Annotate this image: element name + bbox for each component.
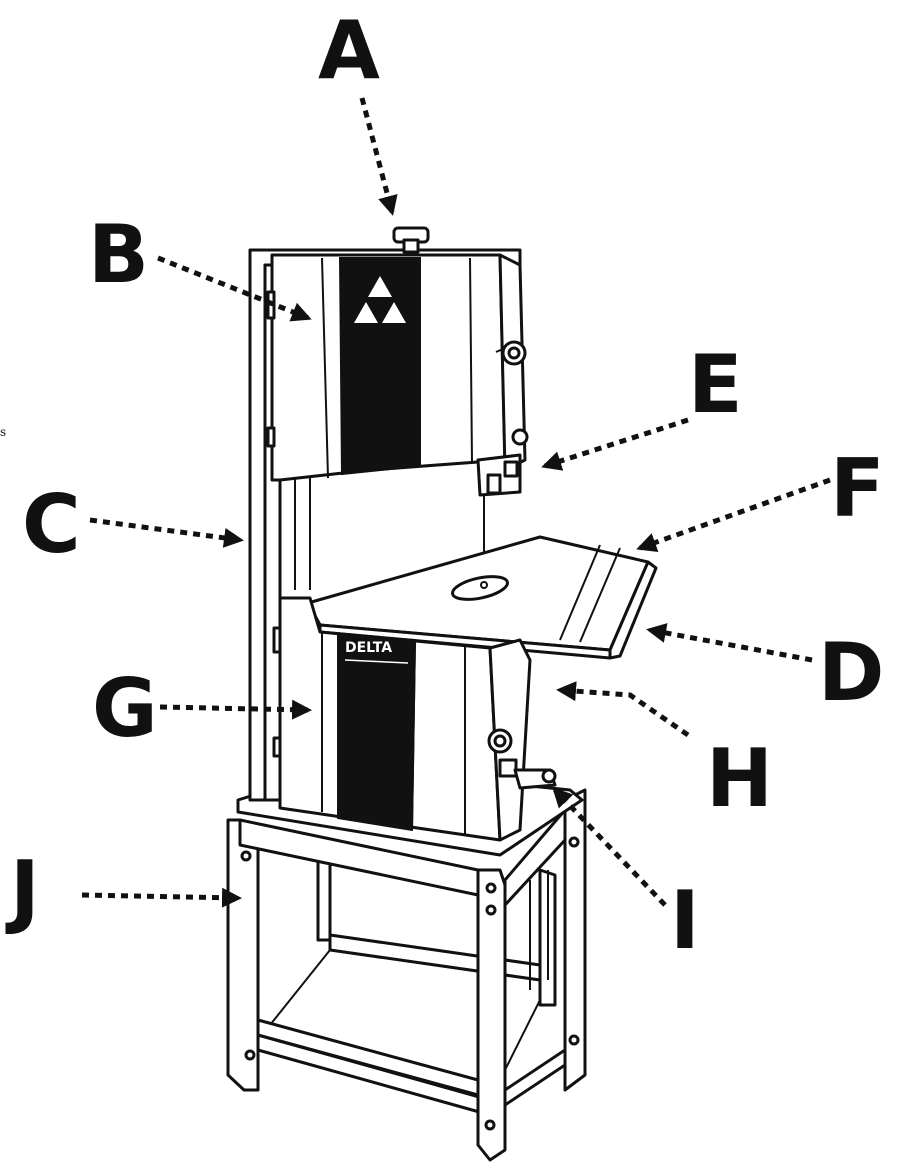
callout-e: E <box>688 338 743 431</box>
callout-labels: A B C D E F G H I J <box>5 4 885 967</box>
leader-d <box>646 623 813 663</box>
callout-c: C <box>22 478 81 571</box>
callout-j: J <box>5 844 40 937</box>
lower-housing-side <box>487 638 532 842</box>
callout-leaders <box>81 97 831 908</box>
leader-f <box>636 477 831 553</box>
callout-f: F <box>830 442 885 535</box>
leader-g <box>159 699 312 720</box>
leader-j <box>81 887 242 908</box>
lower-wheel-cover: DELTA <box>272 596 502 842</box>
leader-c <box>89 517 244 548</box>
upper-wheel-cover <box>266 253 507 482</box>
callout-d: D <box>818 626 884 719</box>
tilt-clamp <box>513 768 557 790</box>
stray-mark: s <box>0 425 6 439</box>
leader-b <box>157 255 312 322</box>
leader-e <box>541 417 689 471</box>
leader-i <box>552 787 667 907</box>
stand <box>226 788 587 1162</box>
side-knob-upper <box>495 340 529 446</box>
callout-b: B <box>88 208 149 301</box>
callout-g: G <box>92 662 158 755</box>
callout-a: A <box>318 4 380 97</box>
callout-i: I <box>670 874 700 967</box>
leader-a <box>359 97 398 216</box>
saw-table <box>306 535 658 660</box>
delta-logo-text: DELTA <box>345 640 392 656</box>
upper-blade-guide <box>476 453 522 575</box>
band-saw-illustration: DELTA <box>226 226 658 1162</box>
callout-h: H <box>706 732 773 825</box>
tension-knob <box>392 226 430 254</box>
leader-h <box>556 681 690 738</box>
